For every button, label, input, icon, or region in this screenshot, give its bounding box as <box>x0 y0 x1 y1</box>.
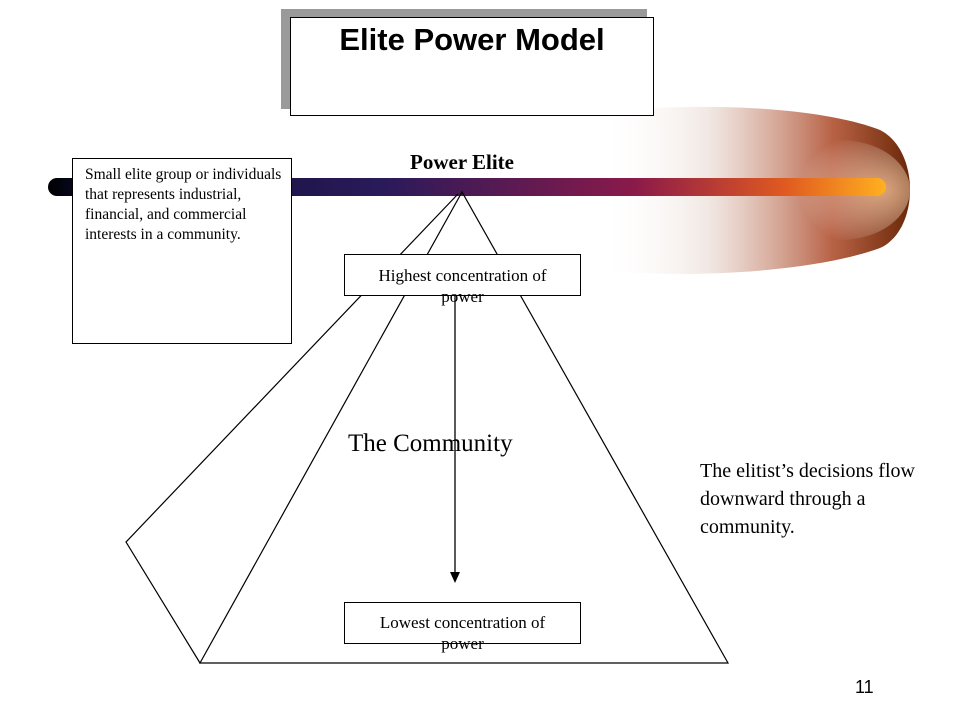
page-title: Elite Power Model <box>339 22 605 57</box>
lowest-concentration-box: Lowest concentration of power <box>344 602 581 653</box>
highest-concentration-line2: power <box>441 287 484 306</box>
lowest-concentration-line1: Lowest concentration of <box>379 613 546 632</box>
highest-concentration-box: Highest concentration of power <box>344 254 581 306</box>
elite-description-box: Small elite group or individuals that re… <box>72 158 292 344</box>
flow-arrow-head <box>450 572 460 583</box>
power-elite-label: Power Elite <box>410 150 514 174</box>
pyramid-left-face <box>125 193 459 664</box>
title-box <box>290 17 654 116</box>
flow-note-text: The elitist’s decisions flow downward th… <box>700 460 915 538</box>
highest-concentration-line1: Highest concentration of <box>378 266 547 285</box>
elite-description-text: Small elite group or individuals that re… <box>85 166 282 243</box>
community-pyramid <box>198 190 730 664</box>
lowest-concentration-line2: power <box>441 634 484 653</box>
page-number: 11 <box>855 677 874 697</box>
flow-note: The elitist’s decisions flow downward th… <box>700 457 930 541</box>
community-label: The Community <box>348 430 513 457</box>
